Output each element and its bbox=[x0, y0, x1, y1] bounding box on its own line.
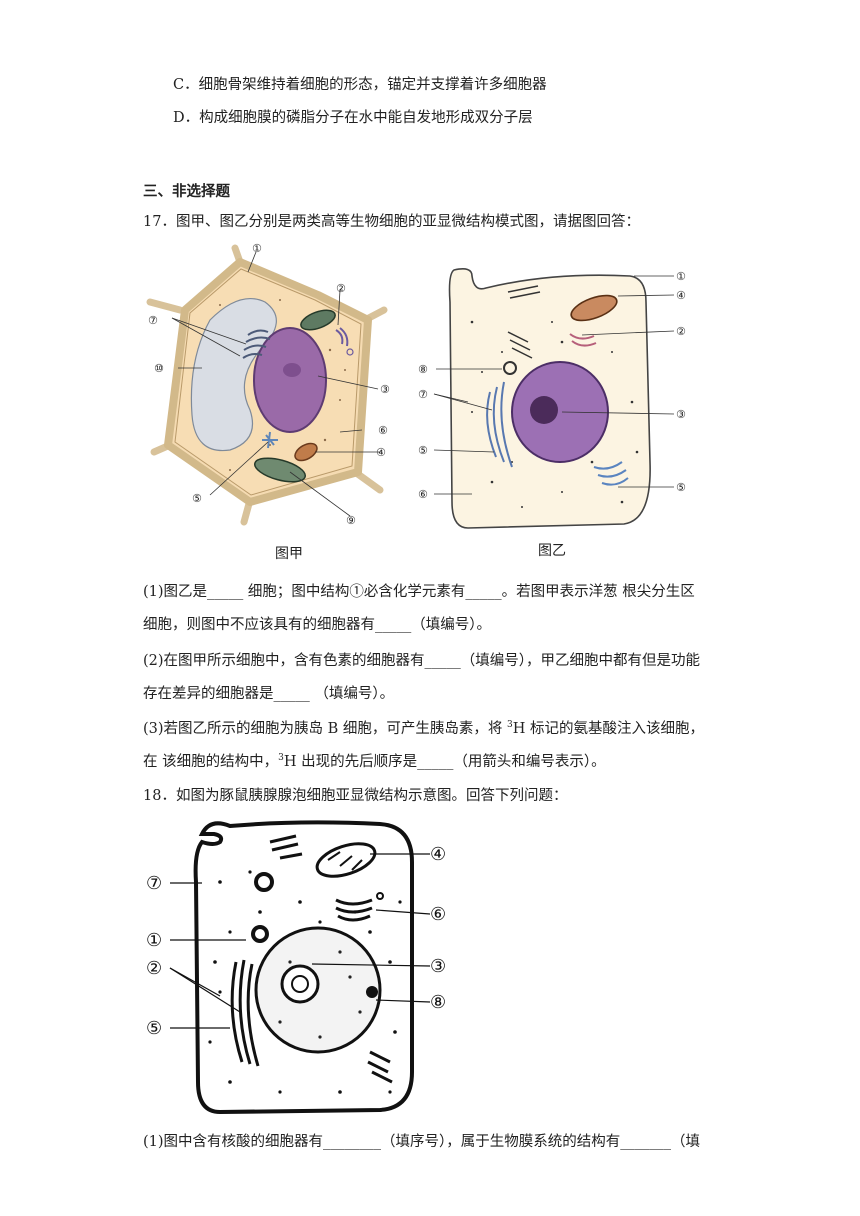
label-4: ④ bbox=[376, 446, 386, 459]
label-3: ③ bbox=[430, 956, 446, 977]
q17-p3-sup2: 3 bbox=[278, 753, 284, 764]
q17-p2-line2: 存在差异的细胞器是_____ （填编号）。 bbox=[143, 686, 395, 702]
label-10: ⑩ bbox=[154, 362, 164, 375]
label-6: ⑥ bbox=[418, 488, 428, 501]
q17-p3-line2-a: 在 该细胞的结构中， bbox=[143, 754, 279, 770]
label-7: ⑦ bbox=[148, 314, 158, 327]
label-3: ③ bbox=[676, 408, 686, 421]
label-7: ⑦ bbox=[146, 873, 162, 894]
q17-p3-line1-a: (3)若图乙所示的细胞为胰岛 B 细胞，可产生胰岛素，将 bbox=[143, 721, 508, 737]
animal-cell-figure: ① ④ ② ⑧ ⑦ ③ ⑤ ⑤ ⑥ bbox=[418, 268, 686, 529]
label-2: ② bbox=[336, 282, 346, 295]
option-c: C．细胞骨架维持着细胞的形态，锚定并支撑着许多细胞器 bbox=[173, 77, 547, 93]
label-5: ⑤ bbox=[418, 444, 428, 457]
label-8: ⑧ bbox=[430, 992, 446, 1013]
q17-stem: 17．图甲、图乙分别是两类高等生物细胞的亚显微结构模式图，请据图回答： bbox=[143, 214, 640, 230]
label-1: ① bbox=[252, 242, 262, 255]
label-2: ② bbox=[676, 325, 686, 338]
label-1: ① bbox=[676, 270, 686, 283]
label-6: ⑥ bbox=[430, 904, 446, 925]
q18-p1-line1: (1)图中含有核酸的细胞器有________（填序号），属于生物膜系统的结构有_… bbox=[143, 1134, 701, 1150]
q18-stem: 18．如图为豚鼠胰腺腺泡细胞亚显微结构示意图。回答下列问题： bbox=[143, 788, 568, 804]
q17-p1-line1: (1)图乙是_____ 细胞；图中结构①必含化学元素有_____。若图甲表示洋葱… bbox=[143, 584, 695, 600]
label-3: ③ bbox=[380, 383, 390, 396]
fig-yi-caption: 图乙 bbox=[538, 543, 566, 559]
vacuole bbox=[190, 298, 277, 452]
q17-p2-line1: (2)在图甲所示细胞中，含有色素的细胞器有_____（填编号），甲乙细胞中都有但… bbox=[143, 653, 701, 669]
label-4: ④ bbox=[676, 289, 686, 302]
label-6: ⑥ bbox=[378, 424, 388, 437]
nucleus bbox=[253, 327, 327, 433]
label-5: ⑤ bbox=[192, 492, 202, 505]
pancreatic-cell-figure: ④ ⑦ ⑥ ① ② ③ ⑤ ⑧ bbox=[146, 820, 446, 1115]
q17-p3-line1: (3)若图乙所示的细胞为胰岛 B 细胞，可产生胰岛素，将 3H 标记的氨基酸注入… bbox=[143, 717, 704, 738]
fig-jia-caption: 图甲 bbox=[275, 546, 303, 562]
nucleus bbox=[511, 361, 609, 463]
label-9: ⑨ bbox=[346, 514, 356, 527]
label-8: ⑧ bbox=[418, 363, 428, 376]
q17-p3-line1-b: H 标记的氨基酸注入该细胞， bbox=[512, 721, 705, 737]
q17-p3-line2-b: H 出现的先后顺序是_____（用箭头和编号表示）。 bbox=[283, 754, 606, 770]
label-7: ⑦ bbox=[418, 388, 428, 401]
q17-p3-line2: 在 该细胞的结构中，3H 出现的先后顺序是_____（用箭头和编号表示）。 bbox=[143, 750, 606, 771]
label-1: ① bbox=[146, 930, 162, 951]
label-4: ④ bbox=[430, 844, 446, 865]
option-d: D．构成细胞膜的磷脂分子在水中能自发地形成双分子层 bbox=[173, 110, 533, 126]
label-5: ⑤ bbox=[146, 1018, 162, 1039]
label-2: ② bbox=[146, 958, 162, 979]
q17-p1-line2: 细胞，则图中不应该具有的细胞器有_____（填编号）。 bbox=[143, 617, 491, 633]
section-title: 三、非选择题 bbox=[143, 184, 230, 200]
q17-p3-sup1: 3 bbox=[507, 720, 513, 731]
plant-cell-figure: ① ② ⑦ ⑩ ③ ⑥ ④ ⑤ ⑨ bbox=[146, 242, 390, 527]
label-5b: ⑤ bbox=[676, 481, 686, 494]
